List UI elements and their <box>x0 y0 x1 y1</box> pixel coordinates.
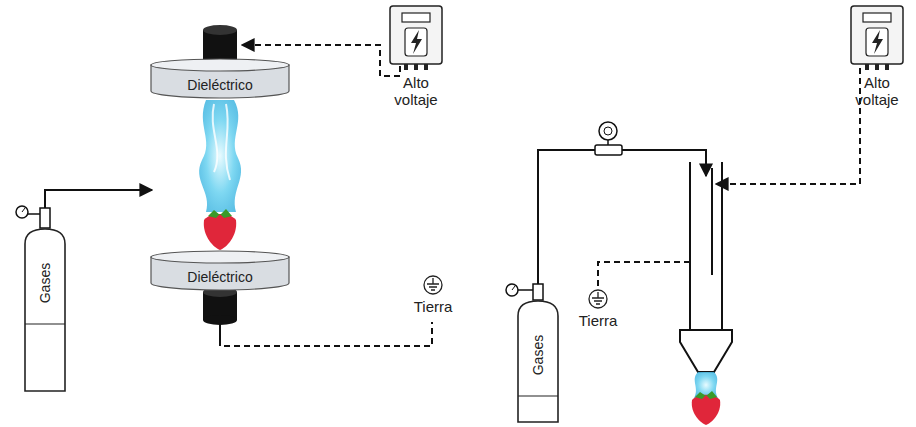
ground-terminal: Tierra <box>569 288 627 334</box>
high-voltage-source-outline <box>844 2 910 72</box>
text-holder: Tierra <box>398 298 468 315</box>
terminal-label: Tierra <box>563 312 633 329</box>
gas-line <box>45 190 152 208</box>
gas-cylinder-outline <box>24 228 66 393</box>
gas-cylinder: Gases <box>517 300 559 424</box>
plasma-jet <box>694 372 718 398</box>
text-holder: Dieléctrico <box>150 264 290 290</box>
cylinder-label: Gases <box>530 335 546 375</box>
gas-line <box>538 150 595 284</box>
strawberry <box>204 209 236 250</box>
flow-meter <box>595 122 622 155</box>
part-label: Dieléctrico <box>187 77 252 93</box>
terminal-label: Alto voltaje <box>384 74 448 109</box>
gas-cylinder: Gases <box>24 228 66 393</box>
part-label: Dieléctrico <box>187 269 252 285</box>
high-voltage-source: Alto voltaje <box>844 2 910 128</box>
gas-valve <box>16 206 50 228</box>
plasma-discharge <box>199 100 241 212</box>
high-voltage-source-outline <box>384 2 448 72</box>
jet-tube <box>680 162 732 372</box>
ground-wire <box>220 322 432 346</box>
text-holder: Alto voltaje <box>844 74 910 109</box>
dielectric-disk: Dieléctrico <box>150 58 290 98</box>
text-holder: Alto voltaje <box>384 74 448 109</box>
gas-valve <box>506 284 543 300</box>
gas-line <box>622 150 706 176</box>
ground-wire <box>598 262 690 288</box>
text-holder: Gases <box>24 248 66 318</box>
bottom-electrode <box>203 287 237 340</box>
dielectric-disk: Dieléctrico <box>150 250 290 290</box>
terminal-label: Tierra <box>398 298 468 315</box>
terminal-label: Alto voltaje <box>844 74 910 109</box>
high-voltage-source: Alto voltaje <box>384 2 448 128</box>
text-holder: Gases <box>517 320 559 390</box>
text-holder: Dieléctrico <box>150 72 290 98</box>
cylinder-label: Gases <box>37 263 53 303</box>
strawberry <box>692 391 720 425</box>
text-holder: Tierra <box>563 312 633 329</box>
hv-wire <box>716 68 860 184</box>
ground-terminal: Tierra <box>404 274 462 320</box>
